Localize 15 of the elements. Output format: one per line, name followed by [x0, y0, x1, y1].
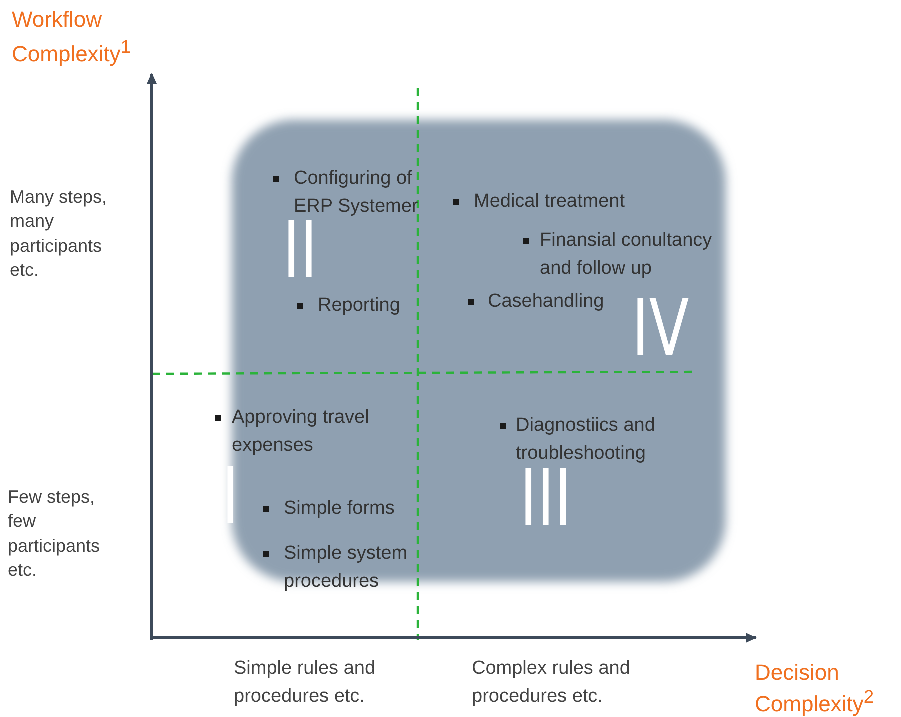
axis-title: Decision Complexity$^{2}$	[755, 660, 876, 717]
quadrant-numeral: I	[222, 458, 240, 536]
bullet-item: Approving travel expenses	[232, 406, 370, 458]
axis-tick-label: Simple rules and procedures etc.	[234, 657, 377, 709]
axis-tick-label: Complex rules and procedures etc.	[472, 657, 632, 709]
bullet-item: Casehandling	[488, 290, 606, 314]
quadrant-numeral: IV	[632, 290, 690, 368]
bullet-item: Medical treatment	[474, 190, 626, 214]
bullet-item: Simple system procedures	[284, 542, 409, 594]
axis-title: Workflow Complexity$^{1}$	[12, 6, 132, 68]
bullet-item: Finansial conultancy and follow up	[540, 229, 714, 281]
axis-tick-label: Many steps, many participants etc.	[10, 186, 108, 282]
bullet-item: Reporting	[318, 294, 402, 318]
bullet-item: Simple forms	[284, 497, 396, 521]
axis-tick-label: Few steps, few participants etc.	[8, 486, 102, 582]
